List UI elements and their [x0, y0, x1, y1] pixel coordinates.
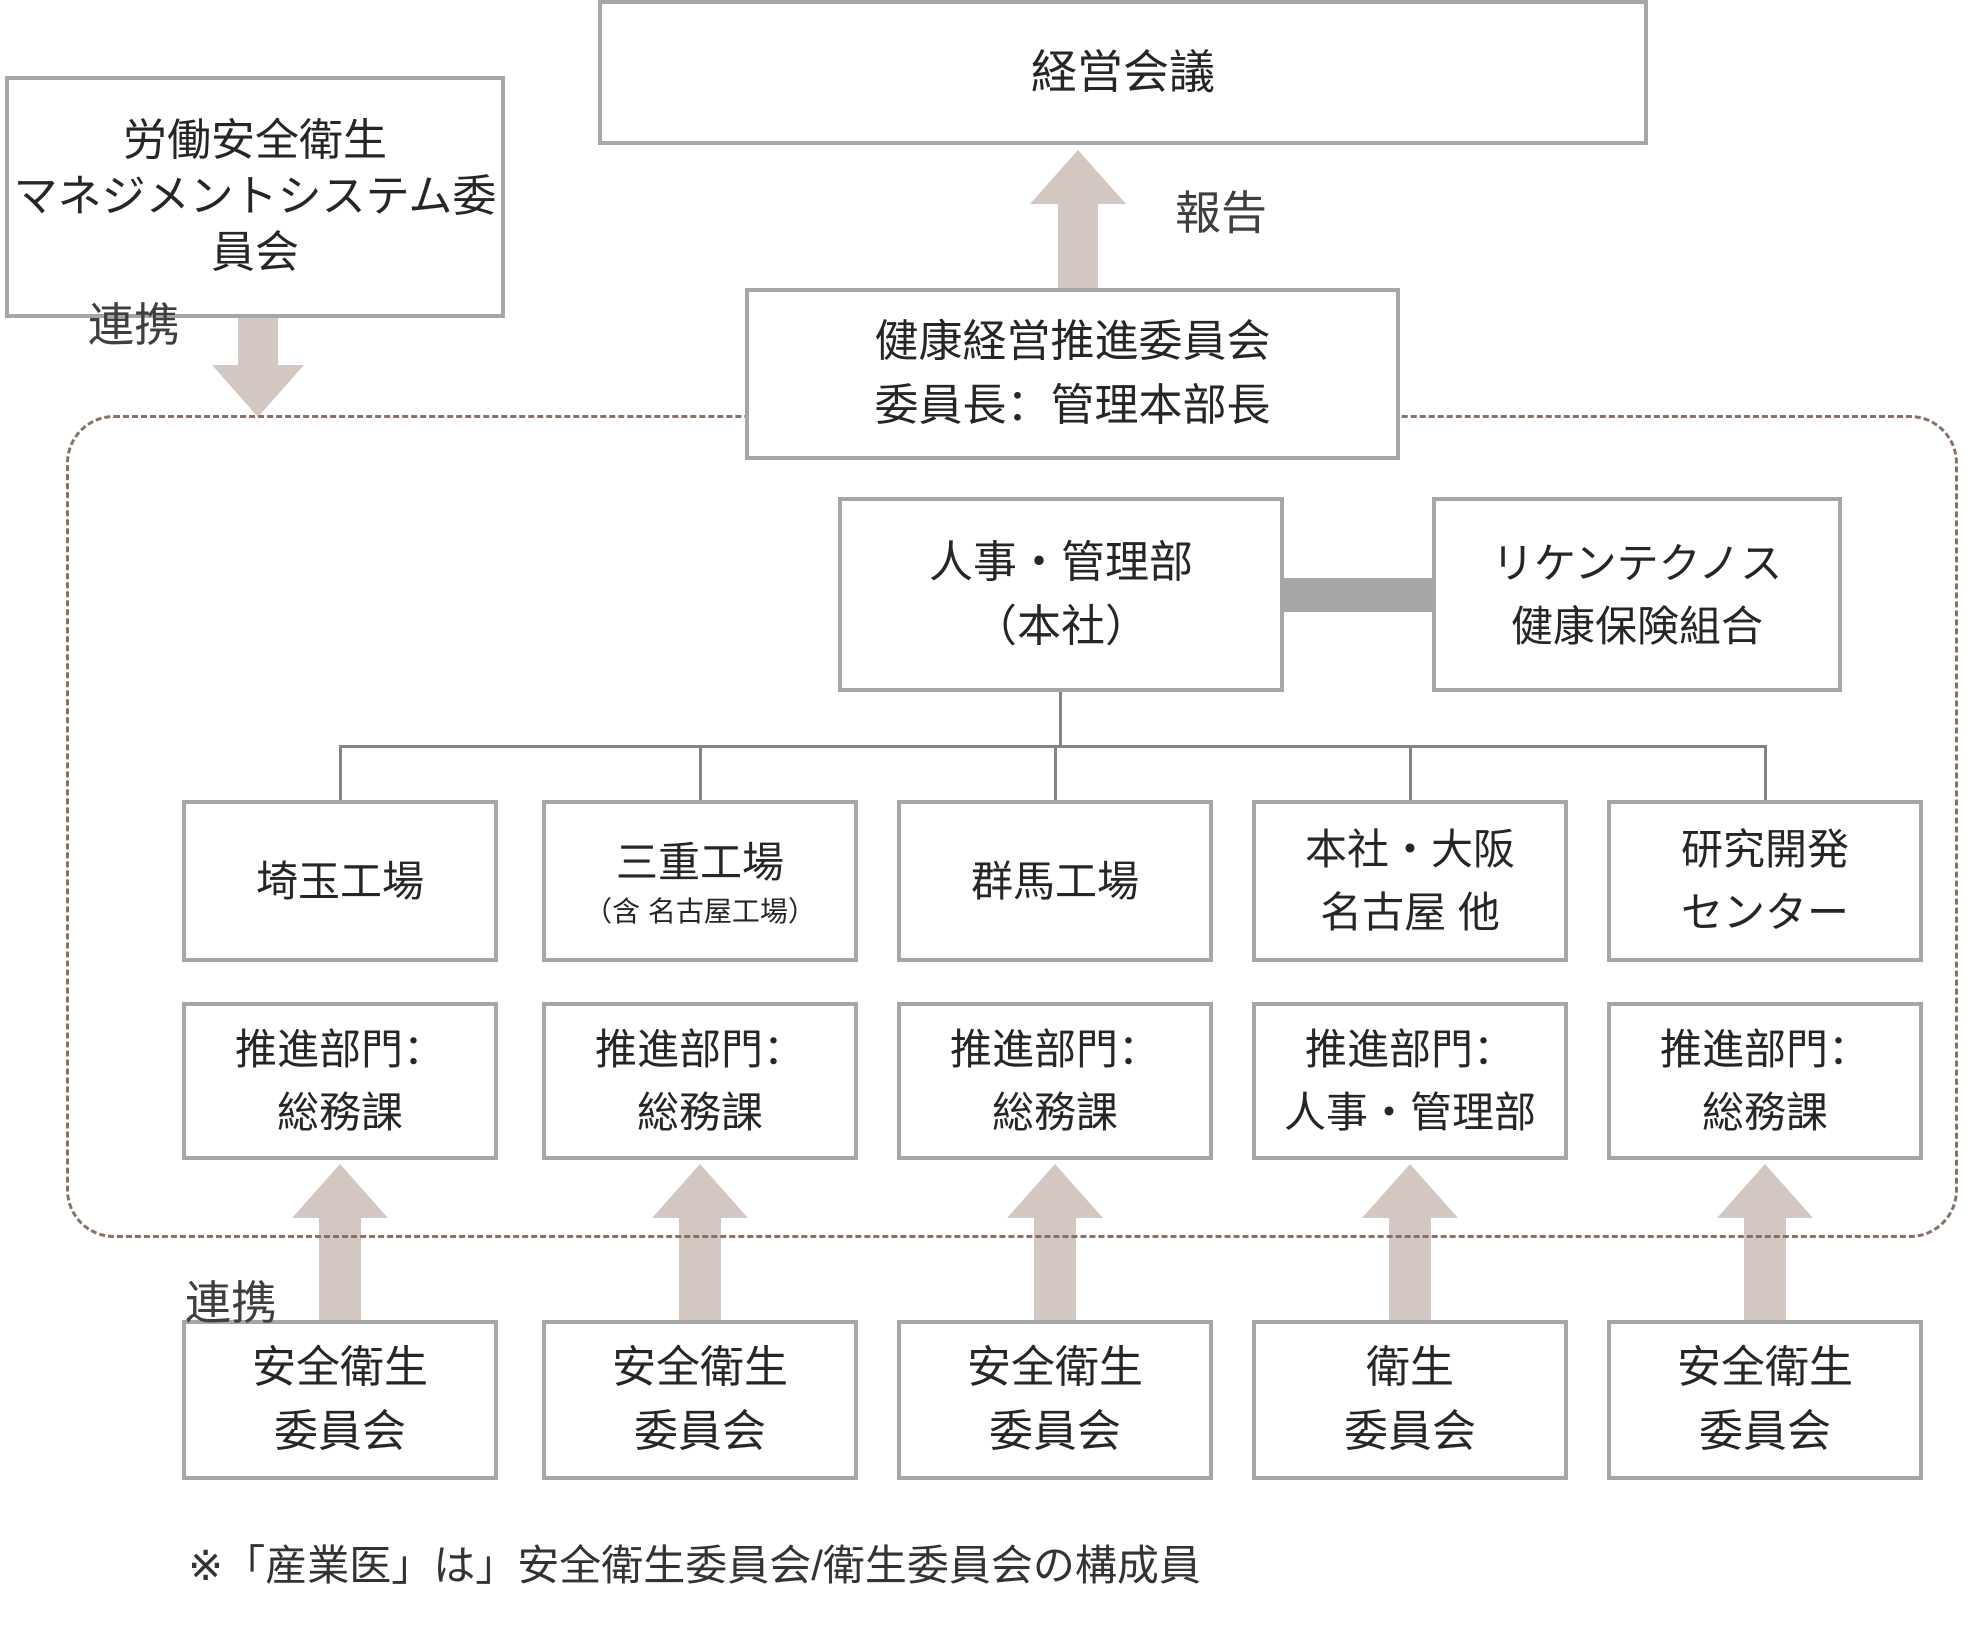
node-label: 推進部門：: [949, 1026, 1160, 1073]
arrow-head: [652, 1164, 748, 1218]
report-label: 報告: [1175, 187, 1267, 239]
node-label: 委員会: [274, 1407, 406, 1456]
connector-stub-5: [1764, 746, 1767, 804]
node-label: マネジメントシステム委: [13, 171, 497, 221]
node-promotion-dept-4: 推進部門： 人事・管理部: [1252, 1002, 1568, 1160]
arrow-shaft: [1058, 204, 1098, 288]
node-safety-health-committee-1: 安全衛生 委員会: [182, 1320, 498, 1480]
node-promotion-dept-3: 推進部門： 総務課: [897, 1002, 1213, 1160]
arrow-head: [1030, 150, 1126, 204]
node-label: 推進部門：: [1304, 1026, 1515, 1073]
node-promotion-dept-5: 推進部門： 総務課: [1607, 1002, 1923, 1160]
node-label: 安全衛生: [1677, 1343, 1853, 1393]
node-label: リケンテクノス: [1491, 539, 1783, 587]
node-label: 委員会: [634, 1407, 766, 1456]
node-label: 健康経営推進委員会: [874, 317, 1271, 367]
node-label: 人事・管理部: [1283, 1089, 1536, 1136]
node-promotion-dept-2: 推進部門： 総務課: [542, 1002, 858, 1160]
node-label: 人事・管理部: [929, 537, 1193, 587]
node-gunma-plant: 群馬工場: [897, 800, 1213, 962]
node-label: 経営会議: [1031, 46, 1215, 99]
node-hr-admin-dept: 人事・管理部 （本社）: [838, 497, 1284, 692]
footnote: ※「産業医」は」安全衛生委員会/衛生委員会の構成員: [188, 1542, 1201, 1589]
node-ohsms-committee: 労働安全衛生 マネジメントシステム委 員会: [5, 76, 505, 318]
node-label: 三重工場: [615, 839, 784, 887]
node-label: 委員長：管理本部長: [874, 381, 1271, 430]
node-label: 衛生: [1366, 1343, 1454, 1393]
node-label: 本社・大阪: [1304, 826, 1515, 873]
node-label: 推進部門：: [234, 1026, 445, 1073]
collaboration-label-bottom: 連携: [185, 1277, 277, 1329]
node-label: 委員会: [1699, 1407, 1831, 1456]
connector-stub-2: [699, 746, 702, 804]
node-label: 名古屋 他: [1320, 889, 1500, 936]
node-health-promotion-committee: 健康経営推進委員会 委員長：管理本部長: [745, 288, 1400, 460]
node-label: 推進部門：: [594, 1026, 805, 1073]
node-label: 総務課: [1701, 1089, 1828, 1136]
arrow-shaft: [238, 317, 278, 365]
arrow-head: [212, 365, 304, 417]
node-sublabel: （含 名古屋工場）: [584, 896, 816, 928]
node-label: （本社）: [973, 601, 1149, 651]
node-safety-health-committee-2: 安全衛生 委員会: [542, 1320, 858, 1480]
collaboration-down-arrow: [212, 317, 304, 417]
node-mie-plant: 三重工場 （含 名古屋工場）: [542, 800, 858, 962]
node-safety-health-committee-3: 安全衛生 委員会: [897, 1320, 1213, 1480]
node-label: 埼玉工場: [255, 857, 424, 905]
node-label: 安全衛生: [252, 1343, 428, 1393]
report-up-arrow: [1030, 150, 1126, 288]
node-riken-technos-health-insurance: リケンテクノス 健康保険組合: [1432, 497, 1842, 692]
connector-jinji-riken-bar: [1282, 578, 1434, 612]
node-management-meeting: 経営会議: [598, 0, 1648, 145]
node-label: 推進部門：: [1659, 1026, 1870, 1073]
node-label: 安全衛生: [967, 1343, 1143, 1393]
connector-stub-4: [1409, 746, 1412, 804]
connector-stub-3: [1054, 746, 1057, 804]
connector-jinji-drop: [1059, 692, 1062, 748]
node-label: センター: [1680, 889, 1849, 936]
node-label: 総務課: [276, 1089, 403, 1136]
arrow-head: [1717, 1164, 1813, 1218]
node-honsha-osaka-nagoya: 本社・大阪 名古屋 他: [1252, 800, 1568, 962]
connector-stub-1: [339, 746, 342, 804]
node-label: 委員会: [1344, 1407, 1476, 1456]
node-rd-center: 研究開発 センター: [1607, 800, 1923, 962]
node-label: 労働安全衛生: [123, 115, 387, 165]
node-label: 総務課: [636, 1089, 763, 1136]
node-label: 健康保険組合: [1510, 602, 1763, 650]
connector-horizontal: [339, 745, 1767, 748]
node-promotion-dept-1: 推進部門： 総務課: [182, 1002, 498, 1160]
node-saitama-plant: 埼玉工場: [182, 800, 498, 962]
node-label: 総務課: [991, 1089, 1118, 1136]
node-label: 研究開発: [1680, 826, 1849, 873]
node-label: 員会: [211, 228, 299, 278]
collaboration-label-top: 連携: [88, 299, 180, 351]
node-health-committee-4: 衛生 委員会: [1252, 1320, 1568, 1480]
arrow-head: [292, 1164, 388, 1218]
arrow-head: [1362, 1164, 1458, 1218]
node-label: 委員会: [989, 1407, 1121, 1456]
node-label: 安全衛生: [612, 1343, 788, 1393]
node-label: 群馬工場: [970, 857, 1139, 905]
arrow-head: [1007, 1164, 1103, 1218]
node-safety-health-committee-5: 安全衛生 委員会: [1607, 1320, 1923, 1480]
